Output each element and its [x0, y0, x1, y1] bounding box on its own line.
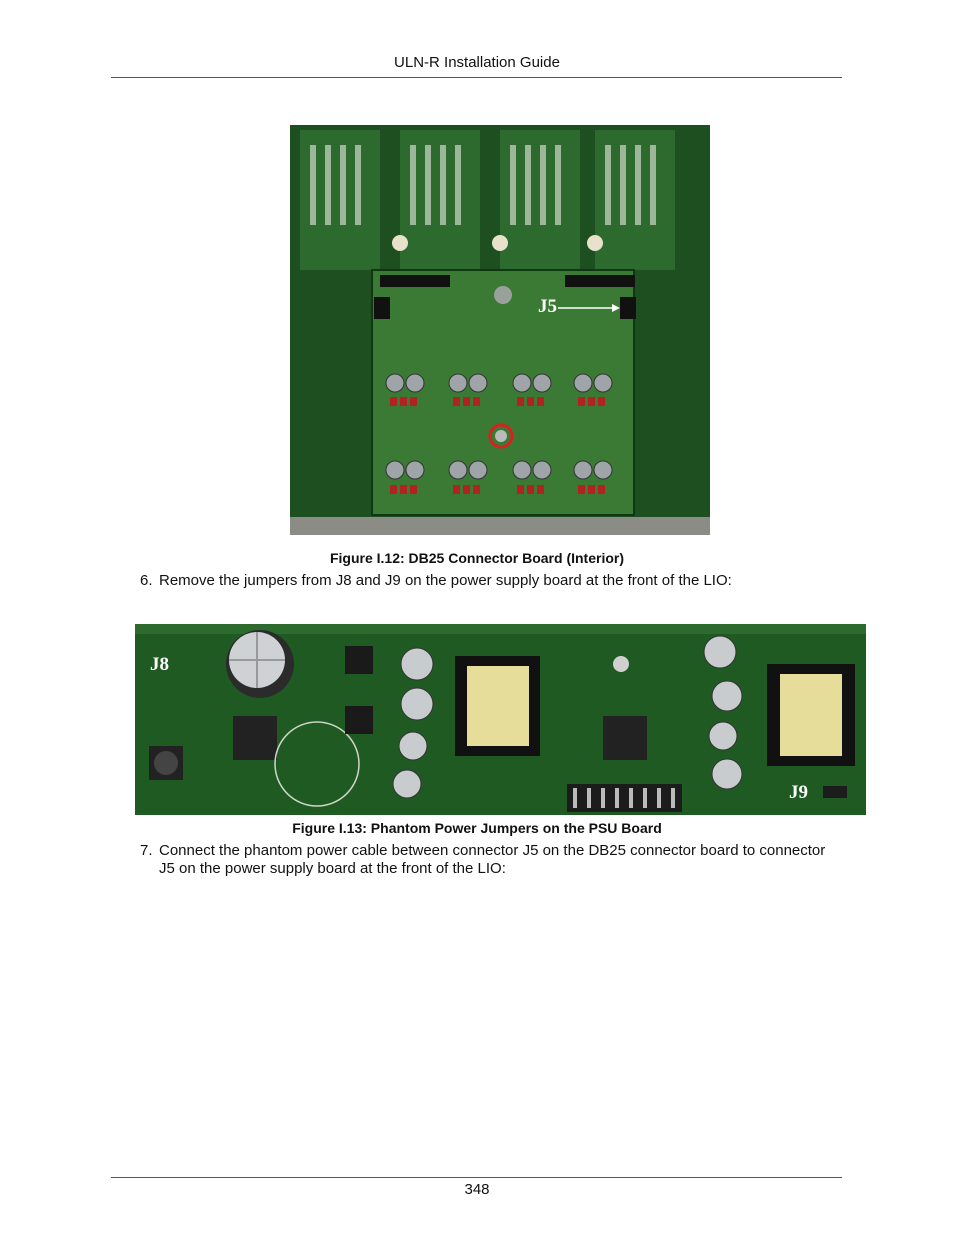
psu-board-photo [135, 624, 866, 815]
header-title: ULN-R Installation Guide [394, 54, 560, 71]
step-6: 6. Remove the jumpers from J8 and J9 on … [140, 572, 845, 590]
j8-photo-label: J8 [150, 654, 169, 675]
footer-rule [111, 1177, 842, 1178]
j5-photo-label: J5 [538, 296, 557, 317]
db25-board-photo [290, 125, 710, 535]
j9-photo-label: J9 [789, 782, 808, 803]
step-7-text: Connect the phantom power cable between … [159, 842, 826, 877]
figure-12-caption: Figure I.12: DB25 Connector Board (Inter… [329, 550, 625, 566]
step-7-number: 7. [140, 842, 153, 859]
step-6-text: Remove the jumpers from J8 and J9 on the… [159, 572, 732, 589]
page-number: 348 [464, 1181, 490, 1198]
step-6-number: 6. [140, 572, 153, 589]
step-7: 7. Connect the phantom power cable betwe… [140, 842, 845, 878]
header-rule [111, 77, 842, 78]
figure-13-caption: Figure I.13: Phantom Power Jumpers on th… [292, 820, 662, 836]
